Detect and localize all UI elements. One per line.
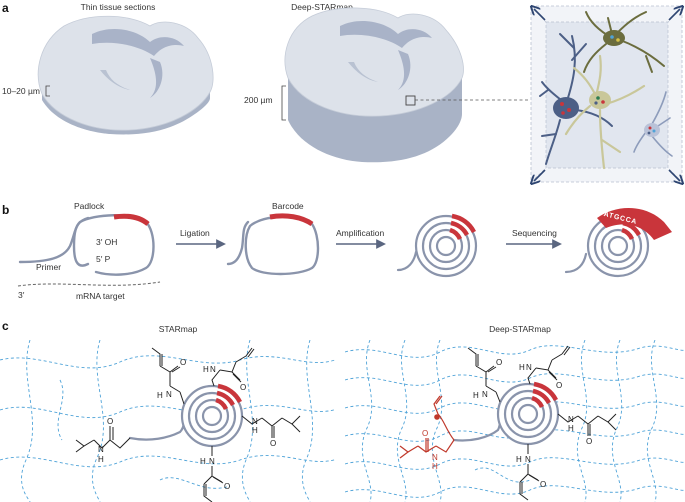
sequenced-amplicon [564, 207, 672, 278]
deep-o-topleft: O [496, 358, 502, 367]
deep-h-topright: H [519, 363, 525, 372]
starmap-o-bottom: O [224, 482, 230, 491]
deep-starmap-amplicon [452, 381, 560, 446]
panel-a: a Thin tissue sections 10–20 µm Deep-STA… [2, 1, 682, 182]
starmap-n-bottom: N [209, 457, 215, 466]
deep-o-topright: O [556, 381, 562, 390]
padlock-probe [17, 213, 161, 287]
starmap-h-bottom: H [200, 457, 206, 466]
deep-n-topleft: N [482, 390, 488, 399]
deep-n-red: N [432, 453, 438, 462]
starmap-n-topright: N [210, 365, 216, 374]
three-prime-label: 3′ [18, 290, 25, 300]
thin-section-thickness: 10–20 µm [2, 86, 40, 96]
amplicon [396, 213, 478, 278]
oh-label: 3′ OH [96, 237, 117, 247]
starmap-o-topright: O [240, 383, 246, 392]
deep-thickness-bracket [281, 85, 286, 121]
starmap-o-topleft: O [180, 358, 186, 367]
thin-tissue-section [37, 15, 214, 135]
starmap-n-left: N [98, 445, 104, 454]
panel-b-letter: b [2, 203, 9, 217]
thin-thickness-bracket [45, 85, 50, 97]
deep-n-topright: N [526, 363, 532, 372]
starmap-n-topleft: N [166, 390, 172, 399]
barcode-label: Barcode [272, 201, 304, 211]
primer-label: Primer [36, 262, 61, 272]
deep-h-red: H [432, 462, 438, 471]
panel-b: b Padlock 3′ OH 5′ P Primer 3′ mRNA targ… [2, 201, 672, 301]
mrna-label: mRNA target [76, 291, 125, 301]
starmap-acrylamide-groups [75, 347, 301, 502]
amplification-label: Amplification [336, 228, 384, 238]
neuron-cube [531, 6, 682, 182]
thick-tissue-section [284, 7, 464, 163]
starmap-hydrogel [0, 340, 335, 502]
panel-c: c STARmap Deep-STARmap [0, 319, 685, 502]
deep-o-bottom: O [540, 480, 546, 489]
starmap-h-right: H [252, 426, 258, 435]
deep-starmap-acrylamide-groups [467, 345, 617, 501]
panel-a-letter: a [2, 1, 9, 15]
acrydite-primer [399, 395, 455, 459]
thin-section-title: Thin tissue sections [81, 2, 156, 12]
deep-h-right: H [568, 424, 574, 433]
starmap-h-left: H [98, 455, 104, 464]
starmap-amplicon [128, 383, 244, 448]
sequencing-label: Sequencing [512, 228, 557, 238]
panel-c-letter: c [2, 319, 9, 333]
starmap-o-left: O [107, 417, 113, 426]
starmap-h-topright: H [203, 365, 209, 374]
deep-section-title: Deep-STARmap [291, 2, 353, 12]
starmap-title: STARmap [159, 324, 198, 334]
circular-probe [226, 213, 320, 276]
deep-section-thickness: 200 µm [244, 95, 273, 105]
deep-h-bottom: H [516, 455, 522, 464]
zoom-box [405, 95, 416, 106]
deep-n-bottom: N [525, 455, 531, 464]
acrydite-node [434, 414, 440, 420]
deep-h-topleft: H [473, 391, 479, 400]
ligation-label: Ligation [180, 228, 210, 238]
deep-starmap-title: Deep-STARmap [489, 324, 551, 334]
padlock-label: Padlock [74, 201, 105, 211]
deep-o-red: O [422, 429, 428, 438]
deep-n-right: N [568, 415, 574, 424]
starmap-h-topleft: H [157, 391, 163, 400]
starmap-o-right: O [270, 439, 276, 448]
deep-o-right: O [586, 437, 592, 446]
starmap-n-right: N [252, 417, 258, 426]
p-label: 5′ P [96, 254, 111, 264]
